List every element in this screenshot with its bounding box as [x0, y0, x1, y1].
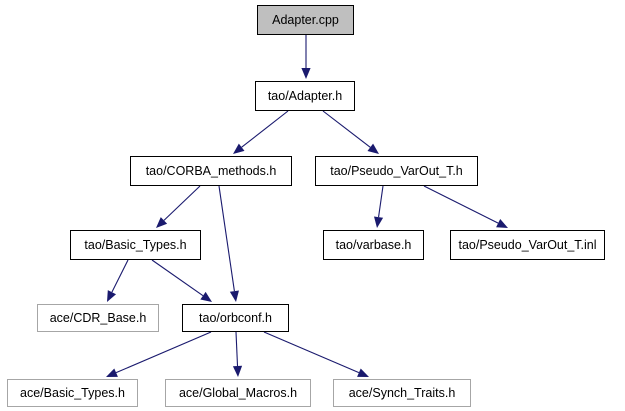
- graph-edge-tao-basic-types-to-ace-cdr-base: [107, 259, 129, 302]
- edge-arrowhead-icon: [357, 368, 369, 377]
- graph-node-label: ace/Synch_Traits.h: [348, 385, 456, 400]
- edge-arrowhead-icon: [233, 143, 245, 154]
- graph-node-ace-cdr-base[interactable]: ace/CDR_Base.h: [37, 304, 159, 332]
- edge-arrowhead-icon: [374, 216, 384, 228]
- graph-edge-tao-corba-methods-to-tao-basic-types: [156, 185, 201, 228]
- graph-edge-tao-pseudo-varout-to-tao-pseudo-inl: [423, 185, 508, 228]
- graph-node-ace-basic-types[interactable]: ace/Basic_Types.h: [7, 379, 138, 407]
- graph-node-tao-pseudo-varout[interactable]: tao/Pseudo_VarOut_T.h: [315, 156, 478, 186]
- graph-edge-tao-orbconf-to-ace-synch-traits: [263, 331, 369, 377]
- graph-edge-tao-orbconf-to-ace-basic-types: [106, 331, 212, 377]
- graph-node-tao-basic-types[interactable]: tao/Basic_Types.h: [70, 230, 201, 260]
- graph-node-tao-corba-methods[interactable]: tao/CORBA_methods.h: [130, 156, 292, 186]
- edge-arrowhead-icon: [496, 218, 508, 228]
- edge-line: [423, 185, 499, 224]
- graph-node-label: tao/CORBA_methods.h: [145, 163, 277, 178]
- graph-node-label: tao/Adapter.h: [267, 88, 343, 103]
- edge-arrowhead-icon: [156, 217, 168, 228]
- graph-node-ace-global-macros[interactable]: ace/Global_Macros.h: [165, 379, 311, 407]
- graph-edge-tao-pseudo-varout-to-tao-varbase: [374, 185, 384, 228]
- graph-node-tao-varbase[interactable]: tao/varbase.h: [323, 230, 424, 260]
- graph-edge-tao-corba-methods-to-tao-orbconf: [218, 185, 239, 302]
- edge-line: [163, 185, 201, 221]
- edge-arrowhead-icon: [106, 368, 118, 377]
- edge-line: [218, 185, 235, 292]
- graph-edge-tao-orbconf-to-ace-global-macros: [232, 331, 243, 377]
- graph-node-label: ace/Basic_Types.h: [20, 385, 125, 400]
- edge-arrowhead-icon: [301, 68, 311, 79]
- graph-edge-tao-adapter-h-to-tao-corba-methods: [233, 110, 289, 154]
- edge-arrowhead-icon: [200, 291, 212, 302]
- edge-line: [115, 331, 212, 374]
- graph-node-tao-orbconf[interactable]: tao/orbconf.h: [182, 304, 289, 332]
- graph-node-tao-adapter-h[interactable]: tao/Adapter.h: [255, 81, 355, 111]
- graph-node-ace-synch-traits[interactable]: ace/Synch_Traits.h: [333, 379, 471, 407]
- edge-line: [378, 185, 384, 218]
- edge-line: [263, 331, 360, 374]
- graph-node-tao-pseudo-inl[interactable]: tao/Pseudo_VarOut_T.inl: [450, 230, 605, 260]
- edge-line: [322, 110, 371, 148]
- edge-arrowhead-icon: [107, 290, 117, 302]
- graph-node-label: Adapter.cpp: [272, 12, 339, 27]
- edge-line: [111, 259, 129, 293]
- graph-node-label: tao/orbconf.h: [199, 310, 272, 325]
- graph-node-label: tao/Basic_Types.h: [84, 237, 187, 252]
- edge-arrowhead-icon: [229, 290, 239, 302]
- edge-line: [235, 331, 239, 367]
- graph-node-adapter-cpp[interactable]: Adapter.cpp: [257, 5, 354, 35]
- edge-line: [151, 259, 204, 297]
- edge-arrowhead-icon: [367, 143, 379, 154]
- graph-edge-tao-adapter-h-to-tao-pseudo-varout: [322, 110, 379, 154]
- graph-node-label: tao/Pseudo_VarOut_T.inl: [458, 237, 597, 252]
- graph-edge-adapter-cpp-to-tao-adapter-h: [301, 35, 311, 79]
- graph-node-label: tao/Pseudo_VarOut_T.h: [330, 163, 463, 178]
- graph-node-label: ace/Global_Macros.h: [178, 385, 298, 400]
- edge-arrowhead-icon: [232, 365, 243, 377]
- graph-edge-tao-basic-types-to-tao-orbconf: [151, 259, 212, 302]
- graph-node-label: ace/CDR_Base.h: [49, 310, 147, 325]
- edge-line: [241, 110, 289, 148]
- graph-node-label: tao/varbase.h: [335, 237, 412, 252]
